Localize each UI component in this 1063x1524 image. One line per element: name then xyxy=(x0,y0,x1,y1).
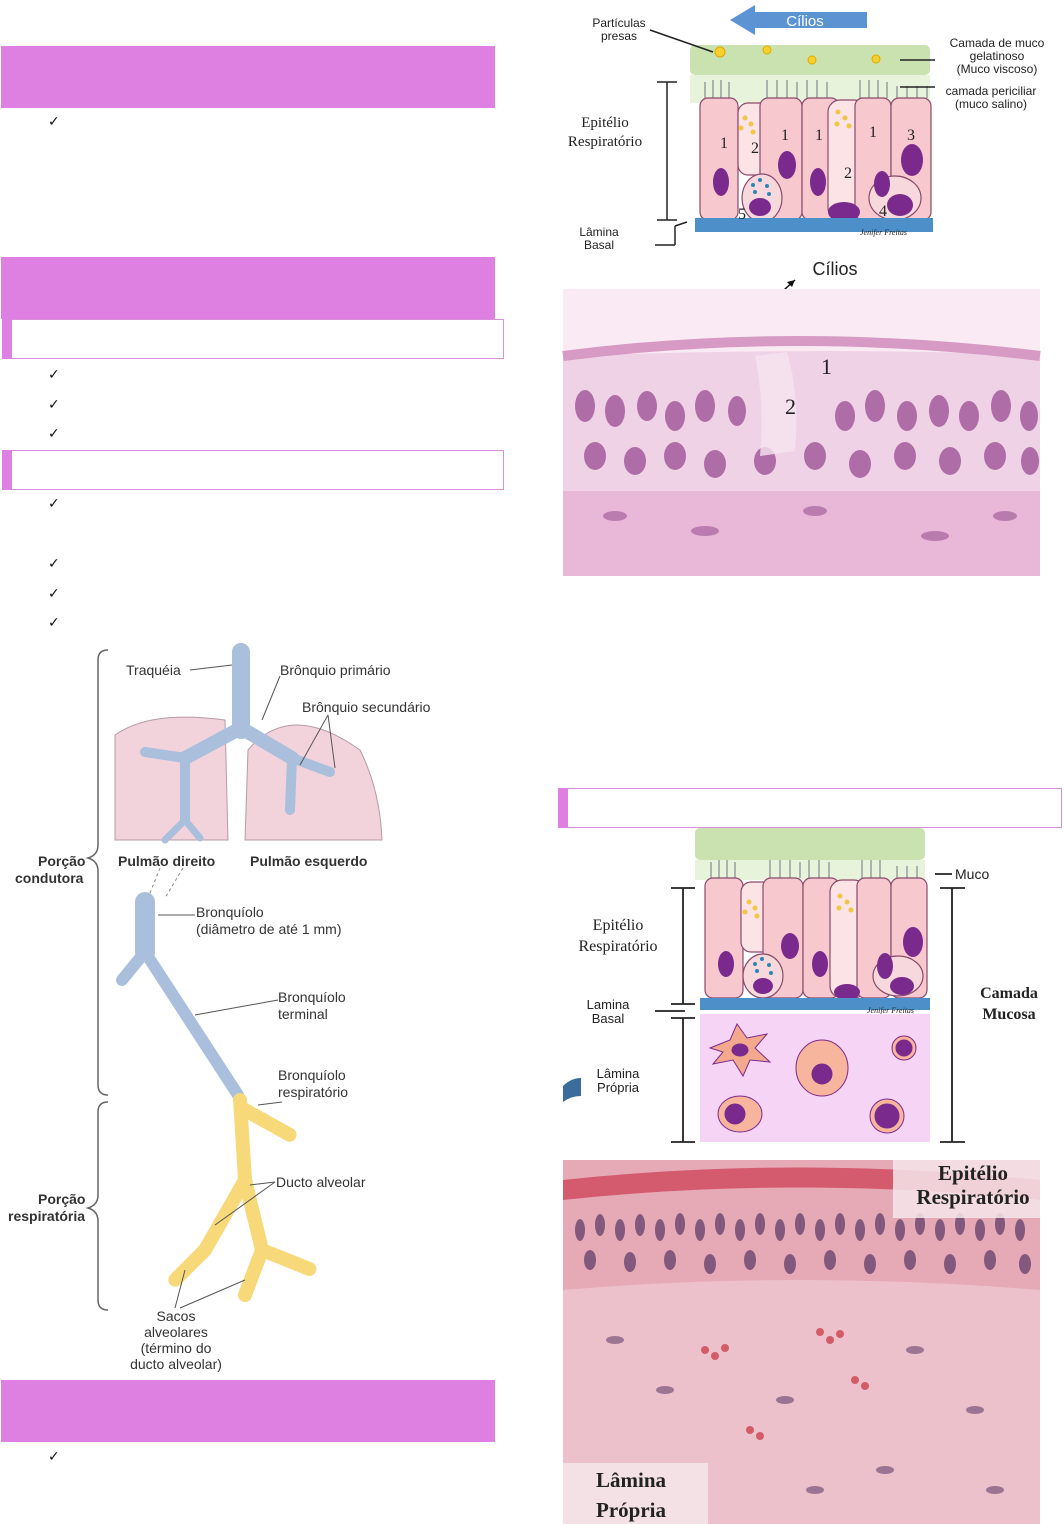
bronchiole-shape xyxy=(116,892,244,1101)
label-epithelium-2: Respiratório xyxy=(568,134,642,150)
subsection-bar-1 xyxy=(2,319,504,359)
cell-number: 2 xyxy=(844,165,852,182)
basal-lamina-band xyxy=(700,998,930,1010)
section-banner-2 xyxy=(1,257,495,319)
label-mucus: Muco xyxy=(955,866,989,882)
label-terminal-bronchiole-1: Bronquíolo xyxy=(278,989,346,1005)
subsection-bar-3 xyxy=(558,788,1062,828)
label-mucosa-layer-2: Mucosa xyxy=(982,1006,1035,1023)
label-alveolar-sacs-4: ducto alveolar) xyxy=(130,1356,222,1372)
label-epithelium-1: Epitélio xyxy=(938,1161,1008,1185)
label-alveolar-sacs-1: Sacos xyxy=(157,1308,196,1324)
check-bullet: ✓ xyxy=(48,397,60,413)
cell-number: 3 xyxy=(907,127,915,144)
check-bullet: ✓ xyxy=(48,367,60,383)
label-left-lung: Pulmão esquerdo xyxy=(250,853,367,869)
label-bronchiole-2: (diâmetro de até 1 mm) xyxy=(196,921,342,937)
check-bullet: ✓ xyxy=(48,1449,60,1465)
label-alveolar-sacs-2: alveolares xyxy=(144,1324,208,1340)
basal-lamina-band xyxy=(695,218,933,232)
label-lamina-propria-2: Própria xyxy=(597,1080,640,1095)
label-primary-bronchus: Brônquio primário xyxy=(280,662,391,678)
check-bullet: ✓ xyxy=(48,556,60,572)
label-basal-lamina-2: Basal xyxy=(592,1011,625,1026)
right-lung-shape xyxy=(114,716,229,841)
label-terminal-bronchiole-2: terminal xyxy=(278,1006,328,1022)
cell-number: 1 xyxy=(815,127,823,144)
mucus-layer xyxy=(695,828,925,860)
cell-number: 1 xyxy=(781,127,789,144)
label-bronchiole-1: Bronquíolo xyxy=(196,904,264,920)
check-bullet: ✓ xyxy=(48,615,60,631)
micrograph-respiratory-epithelium: Cílios 1 2 xyxy=(562,259,1041,576)
label-trapped-particles-2: presas xyxy=(601,29,637,43)
micrograph-label-2: 2 xyxy=(785,394,796,419)
micrograph-label-1: 1 xyxy=(821,354,832,379)
cilia-arrow-label: Cílios xyxy=(786,13,824,30)
label-trachea: Traquéia xyxy=(126,662,181,678)
cell-number: 4 xyxy=(879,203,887,220)
label-epithelium-1: Epitélio xyxy=(581,115,629,131)
micrograph-mucosa: Epitélio Respiratório Lâmina Própria xyxy=(563,1160,1040,1524)
label-conducting-1: Porção xyxy=(38,853,85,869)
mucosa-signature: Jenifer Freitas xyxy=(867,1006,914,1015)
label-epithelium-2: Respiratório xyxy=(578,938,657,955)
diagram-signature: Jenifer Freitas xyxy=(860,228,907,237)
label-lamina-propria-2: Própria xyxy=(596,1498,666,1522)
label-basal-lamina-1: Lâmina xyxy=(579,225,619,239)
alveolar-structures xyxy=(168,1093,319,1302)
respiratory-tree-diagram: Traquéia Brônquio primário Brônquio secu… xyxy=(8,643,431,1372)
label-right-lung: Pulmão direito xyxy=(118,853,215,869)
epithelium-diagram: Cílios xyxy=(568,5,1045,252)
cilia-arrow xyxy=(730,5,867,35)
brace-conducting xyxy=(85,649,109,1096)
cell-number: 1 xyxy=(869,124,877,141)
label-respiratory-2: respiratória xyxy=(8,1208,85,1224)
trapped-particles xyxy=(714,45,881,65)
label-secondary-bronchus: Brônquio secundário xyxy=(302,699,431,715)
label-conducting-2: condutora xyxy=(15,870,84,886)
cell-number: 1 xyxy=(720,135,728,152)
micrograph-nuclei xyxy=(575,390,1039,478)
subsection-bar-2 xyxy=(2,450,504,490)
mucosa-diagram: Jenifer Freitas Muco Epitélio Respiratór… xyxy=(563,828,1038,1143)
label-basal-lamina-1: Lamina xyxy=(587,997,630,1012)
cell-number: 2 xyxy=(751,140,759,157)
label-trapped-particles-1: Partículas xyxy=(592,16,645,30)
label-periciliary-1: camada periciliar xyxy=(946,84,1037,98)
check-bullet: ✓ xyxy=(48,114,60,130)
label-respiratory-bronchiole-1: Bronquíolo xyxy=(278,1067,346,1083)
label-epithelium-2: Respiratório xyxy=(916,1185,1029,1209)
label-alveolar-sacs-3: (término do xyxy=(141,1340,212,1356)
check-bullet: ✓ xyxy=(48,426,60,442)
cell-nuclei xyxy=(713,144,923,222)
micrograph-cilia-label: Cílios xyxy=(812,259,857,279)
label-gel-layer-2: gelatinoso xyxy=(970,49,1025,63)
label-alveolar-duct: Ducto alveolar xyxy=(276,1174,366,1190)
cell-number: 5 xyxy=(738,206,746,223)
label-lamina-propria-1: Lâmina xyxy=(597,1066,640,1081)
label-periciliary-2: (muco salino) xyxy=(955,97,1027,111)
check-bullet: ✓ xyxy=(48,496,60,512)
cilia-lines xyxy=(704,80,928,98)
label-respiratory-1: Porção xyxy=(38,1191,85,1207)
goblet-granules xyxy=(738,109,852,135)
label-gel-layer-1: Camada de muco xyxy=(950,36,1045,50)
label-mucosa-layer-1: Camada xyxy=(980,985,1038,1002)
brush-cell-granules xyxy=(751,178,771,196)
label-epithelium-1: Epitélio xyxy=(593,917,644,934)
label-gel-layer-3: (Muco viscoso) xyxy=(957,62,1038,76)
section-banner-1 xyxy=(1,46,495,108)
label-respiratory-bronchiole-2: respiratório xyxy=(278,1084,348,1100)
check-bullet: ✓ xyxy=(48,586,60,602)
label-basal-lamina-2: Basal xyxy=(584,238,614,252)
section-banner-3 xyxy=(1,1380,495,1442)
label-lamina-propria-1: Lâmina xyxy=(596,1468,667,1492)
brace-respiratory xyxy=(85,1101,109,1311)
airway-tree xyxy=(140,643,335,844)
